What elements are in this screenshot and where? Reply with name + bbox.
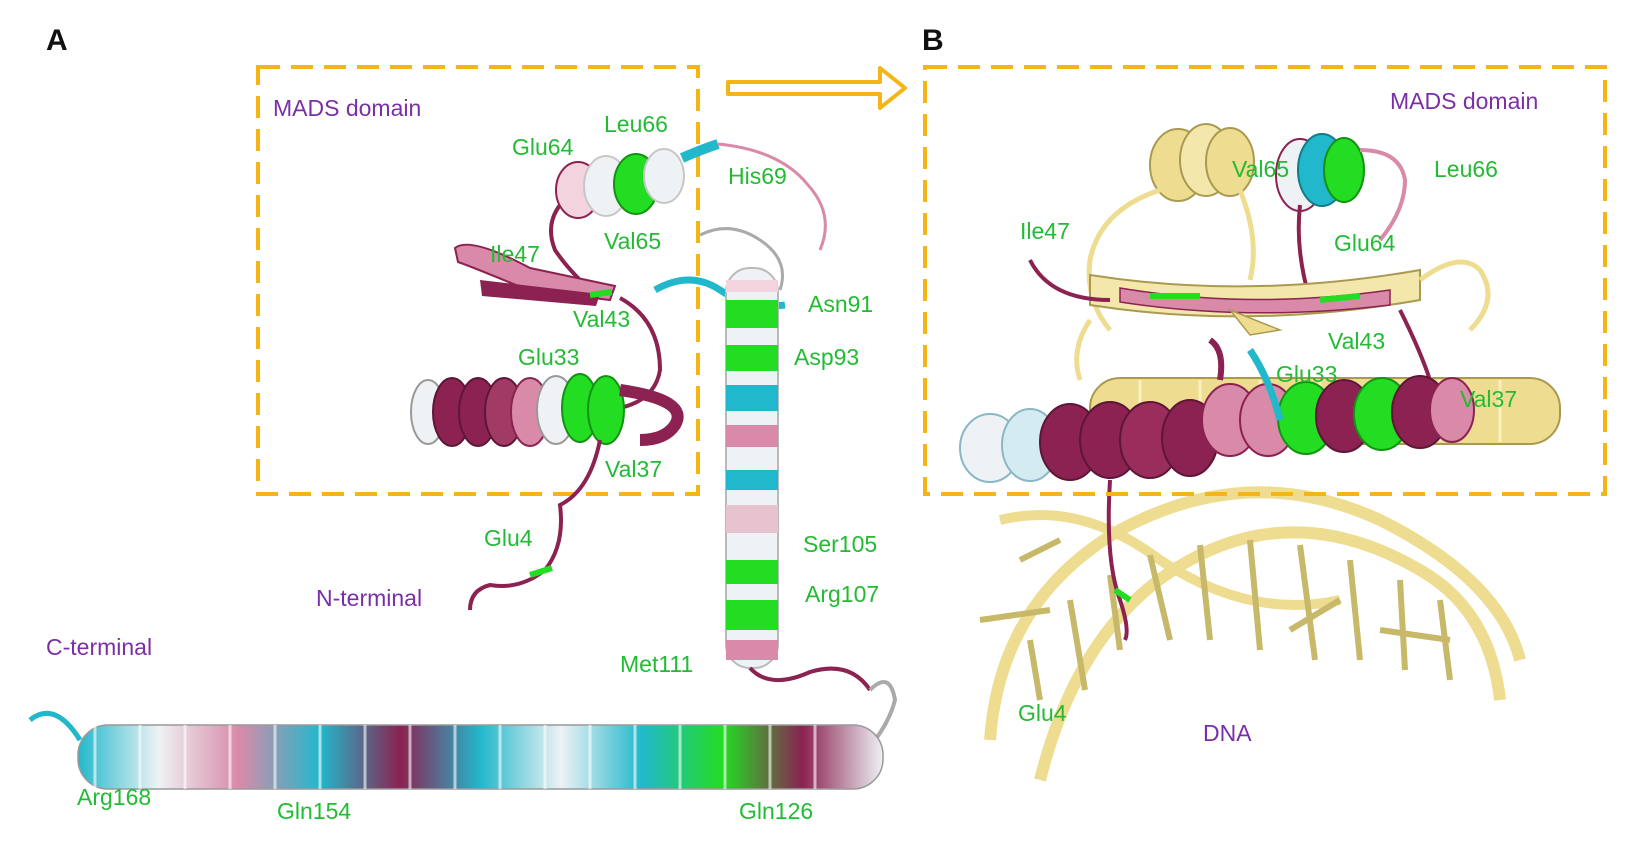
label-b-val65: Val65	[1232, 156, 1290, 182]
panel-arrow	[726, 66, 907, 110]
dna-double-helix	[979, 486, 1526, 782]
label-asp93: Asp93	[794, 344, 860, 370]
label-b-leu66: Leu66	[1434, 156, 1498, 182]
loop-right	[868, 680, 898, 742]
label-b-glu33: Glu33	[1276, 361, 1338, 387]
panel-b-structure	[923, 65, 1607, 782]
label-arg107: Arg107	[805, 581, 880, 607]
label-asn91: Asn91	[808, 291, 874, 317]
label-glu33: Glu33	[518, 344, 580, 370]
panel-b-letter: B	[922, 24, 944, 57]
long-helix	[28, 710, 884, 790]
loop-val43	[619, 296, 663, 410]
label-val37: Val37	[605, 456, 663, 482]
label-b-glu64: Glu64	[1334, 230, 1396, 256]
panel-a-mads-label: MADS domain	[273, 95, 422, 121]
loop-connector	[699, 227, 784, 291]
label-b-val37: Val37	[1460, 386, 1518, 412]
label-glu4: Glu4	[484, 525, 533, 551]
label-glu64: Glu64	[512, 134, 574, 160]
panel-b-mads-box	[923, 65, 1607, 496]
label-ile47: Ile47	[490, 241, 540, 267]
label-b-val43: Val43	[1328, 328, 1386, 354]
panel-a-structure	[28, 65, 898, 790]
label-his69: His69	[728, 163, 787, 189]
loop-his69	[717, 142, 827, 251]
loop-met111	[748, 666, 872, 692]
label-b-ile47: Ile47	[1020, 218, 1070, 244]
label-val43: Val43	[573, 306, 631, 332]
protein-dimer	[959, 123, 1561, 641]
label-ser105: Ser105	[803, 531, 878, 557]
panel-a-letter: A	[46, 24, 68, 57]
label-n-terminal: N-terminal	[316, 585, 423, 611]
label-dna: DNA	[1203, 720, 1252, 746]
label-c-terminal: C-terminal	[46, 634, 153, 660]
strand-ile47	[453, 243, 617, 306]
panel-b-mads-label: MADS domain	[1390, 88, 1539, 114]
loop-val65	[549, 203, 582, 282]
panel-a-mads-box	[256, 65, 700, 496]
label-arg168: Arg168	[77, 784, 152, 810]
label-gln154: Gln154	[277, 798, 352, 824]
label-val65: Val65	[604, 228, 662, 254]
label-met111: Met111	[620, 651, 694, 677]
vertical-helix	[725, 267, 779, 669]
glu4-marker	[529, 565, 553, 578]
label-gln126: Gln126	[739, 798, 814, 824]
helix-33-37	[410, 373, 684, 447]
label-leu66: Leu66	[604, 111, 668, 137]
helix-64-66	[555, 139, 720, 219]
label-b-glu4: Glu4	[1018, 700, 1067, 726]
